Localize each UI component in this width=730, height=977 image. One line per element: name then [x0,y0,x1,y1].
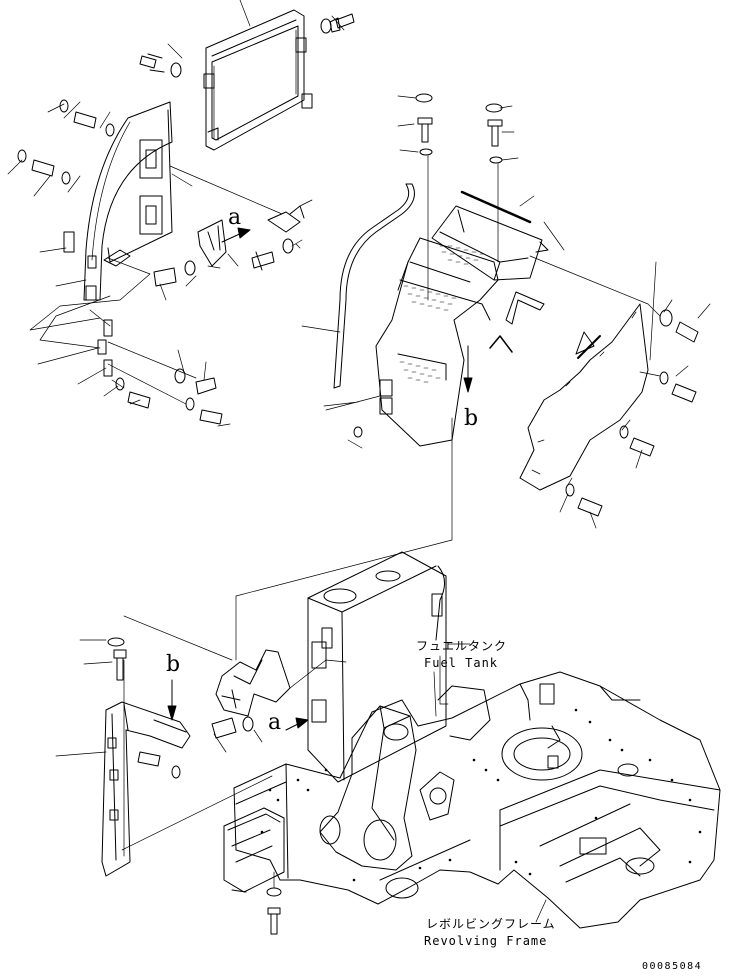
revolving-frame-label-en: Revolving Frame [424,934,548,948]
washer-icon [185,397,195,411]
bolt-icon [675,321,699,343]
nut-icon [59,99,69,113]
bolt-icon [629,437,655,457]
callout-b-lower: b [166,652,181,677]
washer-icon [170,62,182,78]
step-assembly-group [301,93,711,529]
bolt-icon [139,55,157,69]
bolt-icon [577,497,603,517]
step-body [375,237,499,447]
bolt-icon [113,649,127,681]
washer-icon [184,260,196,276]
bolt-icon [335,13,355,29]
washer-icon [174,368,186,384]
right-cover-plate [519,303,649,491]
lower-bracket-group [55,615,347,877]
washer-icon [266,887,282,897]
washer-icon [115,377,125,391]
washer-icon [320,18,332,34]
washer-icon [489,156,503,164]
upper-cover-panel [205,9,305,151]
washer-icon [659,371,669,385]
fuel-tank-label-en: Fuel Tank [424,656,499,670]
callout-b-upper: b [464,406,479,431]
washer-icon [105,123,115,137]
washer-icon [659,309,673,327]
bolt-icon [153,267,177,287]
nut-icon [17,149,27,163]
nut-icon [353,426,363,438]
tank-mount-bracket [215,649,291,717]
document-number: 00085084 [642,961,703,972]
cap-icon [485,103,503,113]
edge-seal [333,183,415,389]
fuel-tank [307,551,471,783]
bolt-icon [137,751,161,767]
bolt-icon [671,383,697,403]
washer-icon [171,765,181,779]
washer-icon [242,716,254,732]
washer-icon [107,637,125,647]
bolt-icon [31,159,55,177]
clip-icon [63,231,75,253]
bolt-icon [199,409,223,425]
bolt-icon [73,111,97,129]
washer-icon [619,425,629,439]
hinge-bracket [197,219,227,267]
side-cover-panel-group [7,0,355,427]
frame-bolt-holes [260,708,702,882]
side-cover-curved [83,101,173,301]
bolt-icon [267,907,281,935]
revolving-frame-label-jp: レボルビングフレーム [426,917,556,931]
fuel-tank-label-jp: フュエルタンク [416,639,508,653]
bolt-icon [487,119,503,147]
washer-icon [565,483,575,497]
vertical-mount-bracket [101,701,191,877]
washer-icon [61,171,71,185]
washer-icon [282,238,294,254]
callout-a-lower: a [268,710,282,735]
washer-icon [419,148,433,156]
bolt-icon [211,717,237,739]
callout-a-upper: a [228,205,242,230]
revolving-frame [223,671,721,929]
bottom-hardware [266,871,282,935]
cap-icon [415,93,433,103]
bolt-icon [127,391,151,409]
bolt-icon [195,377,217,395]
bolt-icon [417,117,433,143]
bolt-icon [251,251,275,269]
upper-step-tray [431,205,543,281]
step-perforations [399,245,485,383]
